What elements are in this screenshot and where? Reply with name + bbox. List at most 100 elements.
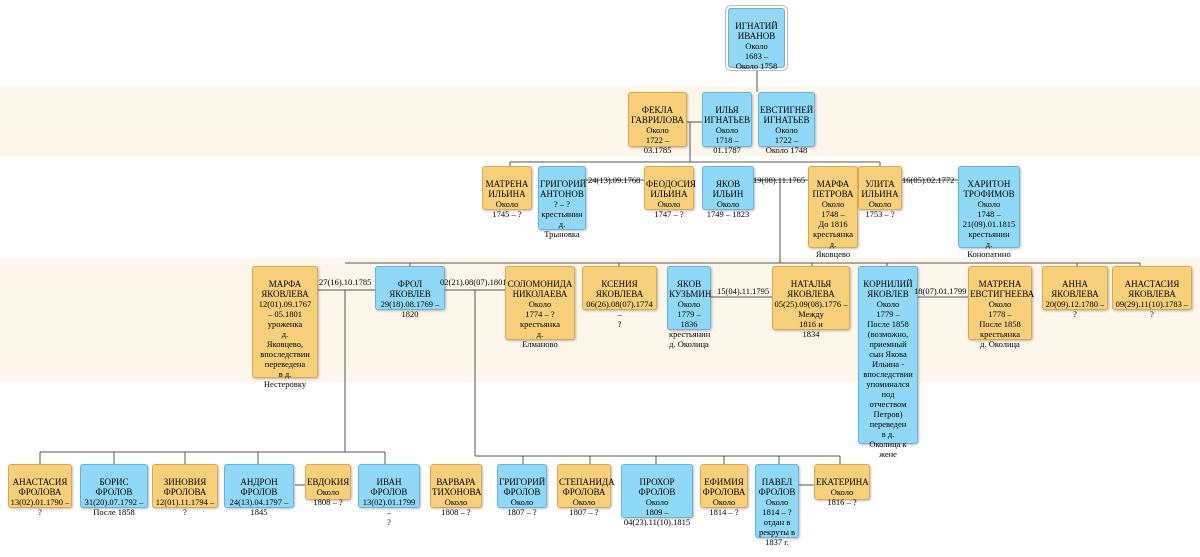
person-dates: 13(02).01.1799 – ? bbox=[362, 497, 416, 527]
person-dates: 31(20).07.1792 – После 1858 bbox=[84, 497, 144, 517]
marriage-date-yakov-natalya: 15(04).11.1795 bbox=[717, 286, 770, 296]
person-dates: Около 1816 – ? bbox=[827, 487, 857, 507]
person-name: СОЛОМОНИДА НИКОЛАЕВА bbox=[507, 279, 573, 299]
person-name: КСЕНИЯ ЯКОВЛЕВА bbox=[595, 279, 644, 299]
person-name: СТЕПАНИДА ФРОЛОВА bbox=[559, 477, 615, 497]
person-dates: Около 1753 – ? bbox=[865, 199, 895, 219]
person-name: ВАРВАРА ТИХОНОВА bbox=[432, 477, 482, 497]
person-dates: Около 1748 – 21(09).01.1815 крестьянин д… bbox=[962, 199, 1016, 259]
marriage-date-grigoriy-feodosia: 24(13).09.1768 bbox=[588, 175, 641, 185]
person-dates: Около 1809 – 04(23).11(10).1815 bbox=[623, 497, 691, 527]
person-dates: Около 1814 – ? отдан в рекруты в 1837 г. bbox=[758, 497, 796, 547]
marriage-date-yakov-marfa: 19(08).11.1765 bbox=[753, 175, 806, 185]
person-name: ПАВЕЛ ФРОЛОВ bbox=[758, 477, 796, 497]
marriage-date-ulita-khariton: 16(05).02.1772 bbox=[902, 175, 955, 185]
person-name: ФЕОДОСИЯ ИЛЬИНА bbox=[646, 179, 696, 199]
person-name: БОРИС ФРОЛОВ bbox=[95, 477, 133, 497]
person-dates: 24(13).04.1797 – 1845 bbox=[229, 497, 289, 517]
person-name: УЛИТА ИЛЬИНА bbox=[861, 179, 899, 199]
person-dates: Около 1774 – ? крестьянка д. Елманово bbox=[520, 299, 560, 349]
person-dates: Около 1749 – 1823 bbox=[706, 199, 750, 219]
person-dates: Около 1722 – 03.1785 bbox=[643, 125, 672, 155]
person-dates: Около 1808 – ? bbox=[313, 487, 343, 507]
person-name: АННА ЯКОВЛЕВА bbox=[1051, 279, 1099, 299]
person-dates: Около 1807 – ? bbox=[507, 497, 537, 517]
person-dates: 06(26).08(07).1774 – ? bbox=[586, 299, 653, 329]
person-dates: 20(09).12.1780 – ? bbox=[1045, 299, 1105, 319]
person-dates: 09(29).11(10).1783 – ? bbox=[1115, 299, 1189, 319]
person-name: ЕВСТИГНЕЙ ИГНАТЬЕВ bbox=[760, 105, 814, 125]
person-name: АНДРОН ФРОЛОВ bbox=[240, 477, 278, 497]
person-dates: Около 1748 – До 1816 крестьянка д. Яковц… bbox=[813, 199, 853, 259]
person-dates: Около 1779 – После 1858 (возможно, прием… bbox=[863, 299, 913, 459]
person-name: ГРИГОРИЙ АНТОНОВ bbox=[540, 179, 587, 199]
person-dates: Около 1808 – ? bbox=[441, 497, 471, 517]
person-name: ПРОХОР ФРОЛОВ bbox=[638, 477, 676, 497]
person-name: МАТРЕНА ИЛЬИНА bbox=[485, 179, 529, 199]
person-name: ЕВДОКИЯ bbox=[307, 477, 350, 487]
person-dates: Около 1779 – 1836 крестьянин д. Околица bbox=[669, 299, 711, 349]
person-name: ИВАН ФРОЛОВ bbox=[370, 477, 408, 497]
person-dates: 29(18).08.1769 – 1820 bbox=[380, 299, 440, 319]
marriage-date-marfa-frol: 27(16).10.1785 bbox=[319, 277, 372, 287]
person-dates: Около 1807 – ? bbox=[569, 497, 599, 517]
person-name: ФРОЛ ЯКОВЛЕВ bbox=[389, 279, 431, 299]
person-name: ФЕКЛА ГАВРИЛОВА bbox=[631, 105, 684, 125]
person-dates: ? – ? крестьянин д. Трыновка bbox=[541, 199, 583, 239]
person-dates: Около 1683 – Около 1758 bbox=[735, 41, 778, 71]
person-name: МАРФА ПЕТРОВА bbox=[812, 179, 854, 199]
person-name: МАТРЕНА ЕВСТИГНЕЕВА bbox=[970, 279, 1035, 299]
person-name: АНАСТАСИЯ ФРОЛОВА bbox=[12, 477, 68, 497]
person-dates: 12(01).11.1794 – ? bbox=[155, 497, 215, 517]
person-dates: Около 1747 – ? bbox=[654, 199, 684, 219]
person-name: ЕФИМИЯ ФРОЛОВА bbox=[702, 477, 746, 497]
person-name: МАРФА ЯКОВЛЕВА bbox=[261, 279, 309, 299]
person-name: ЯКОВ ИЛЬИН bbox=[712, 179, 744, 199]
person-dates: Около 1814 – ? bbox=[709, 497, 739, 517]
person-name: ЯКОВ КУЗЬМИН bbox=[669, 279, 712, 299]
marriage-date-frol-solomonida: 02(21).08(07).1801 bbox=[440, 277, 507, 287]
person-dates: Около 1778 – После 1858 крестьянка д. Ок… bbox=[979, 299, 1021, 349]
person-name: ЕКАТЕРИНА bbox=[816, 477, 869, 487]
person-name: ИЛЬЯ ИГНАТЬЕВ bbox=[704, 105, 751, 125]
generation-band-2 bbox=[0, 86, 1200, 156]
person-grigoriy-antonov[interactable]: ГРИГОРИЙ АНТОНОВ? – ? крестьянин д. Трын… bbox=[538, 166, 587, 239]
person-name: ЗИНОВИЯ ФРОЛОВА bbox=[163, 477, 207, 497]
person-name: ХАРИТОН ТРОФИМОВ bbox=[963, 179, 1015, 199]
person-name: ГРИГОРИЙ ФРОЛОВ bbox=[499, 477, 546, 497]
person-name: ИГНАТИЙ ИВАНОВ bbox=[735, 21, 778, 41]
